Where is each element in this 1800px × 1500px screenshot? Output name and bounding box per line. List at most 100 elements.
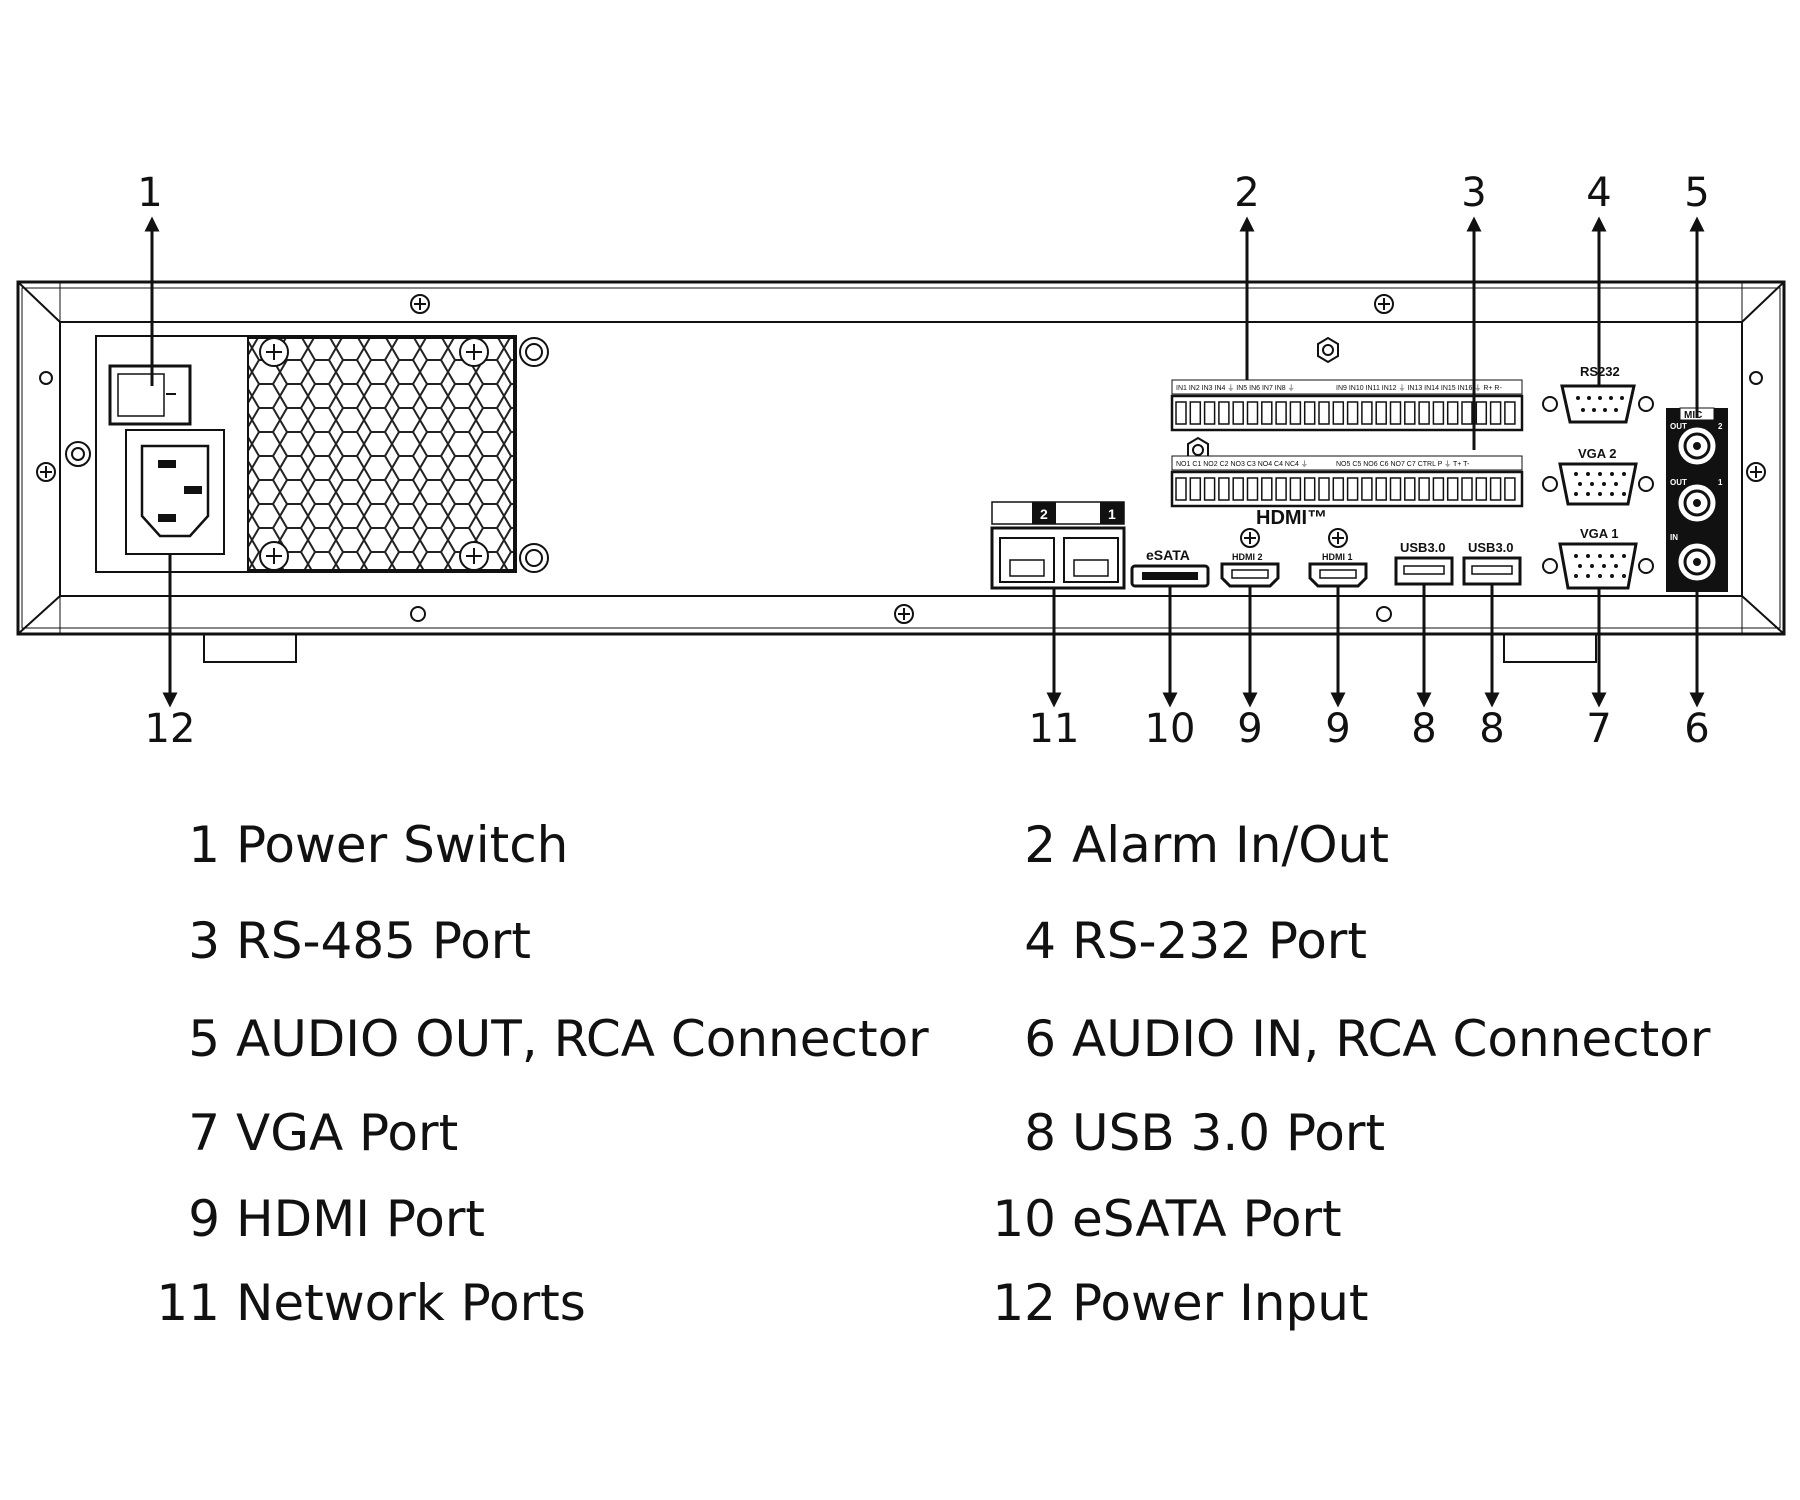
legend-num: 3 xyxy=(188,912,220,970)
terminal-pin xyxy=(1461,477,1473,501)
callout-9a: 9 xyxy=(1237,706,1262,752)
terminal-pin xyxy=(1332,401,1345,425)
legend-text: RS-485 Port xyxy=(236,912,531,970)
callout-5: 5 xyxy=(1684,170,1709,216)
legend-num: 8 xyxy=(1024,1104,1056,1162)
legend-text: AUDIO IN, RCA Connector xyxy=(1072,1010,1711,1068)
terminal-pin xyxy=(1346,401,1359,425)
alarm-top-left-label: IN1 IN2 IN3 IN4 ⏚ IN5 IN6 IN7 IN8 ⏚ xyxy=(1176,384,1295,392)
terminal-pin xyxy=(1246,401,1259,425)
legend-text: AUDIO OUT, RCA Connector xyxy=(236,1010,929,1068)
audio-out-1-jack[interactable] xyxy=(1675,481,1719,525)
audio-rca-block: MIC OUT 2 OUT 1 IN xyxy=(1666,407,1728,592)
terminal-pin xyxy=(1261,477,1273,501)
legend-num: 7 xyxy=(188,1104,220,1162)
power-input-socket[interactable] xyxy=(125,429,225,555)
legend-num: 6 xyxy=(1024,1010,1056,1068)
terminal-pin xyxy=(1389,477,1402,501)
legend-num: 4 xyxy=(1024,912,1056,970)
terminal-pin xyxy=(1232,401,1244,425)
terminal-pin xyxy=(1203,477,1216,501)
terminal-pin xyxy=(1475,477,1488,501)
terminal-pin xyxy=(1175,401,1187,425)
legend-num: 2 xyxy=(1024,816,1056,874)
legend-num: 12 xyxy=(992,1274,1056,1332)
audio-out-2-jack[interactable] xyxy=(1675,424,1719,468)
callout-10: 10 xyxy=(1145,706,1196,752)
vga-port-2[interactable]: VGA 2 xyxy=(1542,446,1654,506)
vga2-label: VGA 2 xyxy=(1578,446,1617,461)
rs232-port[interactable]: RS232 xyxy=(1542,364,1654,424)
terminal-pin xyxy=(1246,477,1259,501)
legend-text: USB 3.0 Port xyxy=(1072,1104,1386,1162)
callout-2: 2 xyxy=(1234,170,1259,216)
callout-numbers: 1 2 3 4 5 6 7 8 8 9 9 10 11 12 xyxy=(137,170,1709,752)
usb-port-a[interactable]: USB3.0 xyxy=(1394,540,1454,586)
terminal-pin xyxy=(1318,401,1330,425)
legend-text: Network Ports xyxy=(236,1274,586,1332)
terminal-pin xyxy=(1446,477,1459,501)
terminal-pin xyxy=(1175,477,1187,501)
hdmi-port-1[interactable]: HDMI 1 xyxy=(1308,528,1368,588)
power-supply xyxy=(95,335,517,573)
mic-label: MIC xyxy=(1684,410,1702,421)
terminal-pin xyxy=(1189,401,1202,425)
audio-in-jack[interactable] xyxy=(1675,540,1719,584)
legend-text: Power Input xyxy=(1072,1274,1369,1332)
terminal-pin xyxy=(1261,401,1273,425)
legend-num: 10 xyxy=(992,1190,1056,1248)
terminal-pin xyxy=(1232,477,1244,501)
terminal-pin xyxy=(1432,477,1445,501)
power-switch[interactable] xyxy=(108,364,192,426)
terminal-pin xyxy=(1275,477,1287,501)
terminal-pin xyxy=(1203,401,1216,425)
legend-text: Power Switch xyxy=(236,816,569,874)
terminal-pin xyxy=(1218,477,1230,501)
callout-3: 3 xyxy=(1461,170,1486,216)
alarm-bottom-left-label: NO1 C1 NO2 C2 NO3 C3 NO4 C4 NC4 ⏚ xyxy=(1176,460,1308,468)
callout-8a: 8 xyxy=(1411,706,1436,752)
terminal-pin xyxy=(1504,401,1516,425)
esata-label: eSATA xyxy=(1146,547,1190,563)
terminal-pin xyxy=(1289,477,1302,501)
usb-port-b[interactable]: USB3.0 xyxy=(1462,540,1522,586)
legend-text: HDMI Port xyxy=(236,1190,485,1248)
usb-b-label: USB3.0 xyxy=(1468,540,1514,555)
callout-9b: 9 xyxy=(1325,706,1350,752)
terminal-pin xyxy=(1375,477,1387,501)
alarm-bottom-right-label: NO5 C5 NO6 C6 NO7 C7 CTRL P ⏚ T+ T- xyxy=(1336,460,1470,468)
legend-text: Alarm In/Out xyxy=(1072,816,1389,874)
alarm-terminals[interactable]: IN1 IN2 IN3 IN4 ⏚ IN5 IN6 IN7 IN8 ⏚ IN9 … xyxy=(1170,379,1524,508)
legend-num: 1 xyxy=(188,816,220,874)
terminal-pin xyxy=(1303,477,1316,501)
terminal-pin xyxy=(1504,477,1516,501)
hdmi-logo: HDMI™ xyxy=(1256,507,1327,529)
terminal-pin xyxy=(1361,477,1373,501)
terminal-pin xyxy=(1446,401,1459,425)
callout-7: 7 xyxy=(1586,706,1611,752)
terminal-pin xyxy=(1489,477,1502,501)
terminal-pin xyxy=(1361,401,1373,425)
terminal-pin xyxy=(1418,401,1430,425)
hdmi-port-2[interactable]: HDMI 2 xyxy=(1220,528,1280,588)
callout-4: 4 xyxy=(1586,170,1611,216)
legend-num: 9 xyxy=(188,1190,220,1248)
hdmi1-label: HDMI 1 xyxy=(1322,552,1353,562)
callout-8b: 8 xyxy=(1479,706,1504,752)
terminal-pin xyxy=(1404,477,1416,501)
legend-num: 5 xyxy=(188,1010,220,1068)
net-port-2-label: 2 xyxy=(1040,506,1048,522)
terminal-pin xyxy=(1303,401,1316,425)
alarm-top-right-label: IN9 IN10 IN11 IN12 ⏚ IN13 IN14 IN15 IN16… xyxy=(1336,384,1502,392)
legend-text: RS-232 Port xyxy=(1072,912,1367,970)
network-ports[interactable]: 2 1 xyxy=(990,501,1126,590)
screw-icons xyxy=(36,294,1766,624)
terminal-pin xyxy=(1389,401,1402,425)
audio-in-label: IN xyxy=(1670,533,1678,542)
terminal-pin xyxy=(1489,401,1502,425)
vga-port-1[interactable]: VGA 1 xyxy=(1542,526,1654,590)
terminal-pin xyxy=(1332,477,1345,501)
audio-out-2-num: 2 xyxy=(1718,422,1723,431)
legend-text: eSATA Port xyxy=(1072,1190,1342,1248)
terminal-pin xyxy=(1475,401,1488,425)
